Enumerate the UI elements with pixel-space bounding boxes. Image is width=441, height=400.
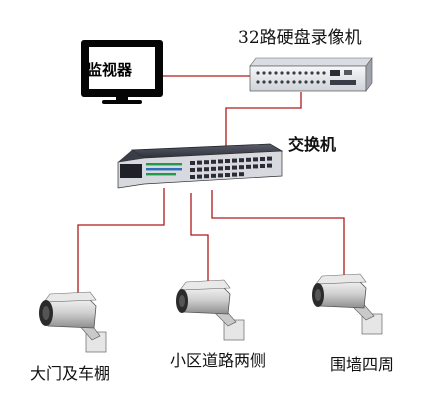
- switch-label: 交换机: [288, 135, 337, 154]
- network-switch: [117, 143, 284, 189]
- camera-3: [312, 273, 383, 335]
- cable-switch-camera-2: [190, 193, 209, 290]
- nvr-recorder: [249, 57, 373, 92]
- switch-led-strip: [146, 163, 182, 176]
- nvr-side: [365, 57, 373, 92]
- nvr-display: [330, 70, 340, 76]
- camera-1: [39, 291, 107, 353]
- switch-port-rows: [190, 156, 272, 179]
- camera-1-label: 大门及车棚: [30, 364, 111, 383]
- camera-lens-glass: [315, 289, 321, 301]
- nvr-connector-strip: [330, 80, 356, 85]
- camera-lens-glass: [42, 306, 50, 320]
- nvr-top: [249, 57, 373, 67]
- cable-nvr-switch: [225, 92, 302, 148]
- monitor-stand: [102, 100, 142, 104]
- camera-sunshade: [43, 291, 97, 303]
- camera-3-label: 围墙四周: [330, 355, 395, 374]
- camera-sunshade: [315, 273, 367, 285]
- cable-lines: [77, 75, 345, 297]
- nvr-label: 32路硬盘录像机: [238, 28, 362, 48]
- camera-sunshade: [179, 279, 231, 291]
- nvr-port-rows: [256, 71, 326, 84]
- cable-switch-camera-3: [211, 190, 345, 285]
- switch-status-panel: [120, 164, 142, 178]
- camera-2: [176, 279, 245, 341]
- cable-switch-camera-1: [77, 188, 165, 297]
- monitor-label: 监视器: [87, 61, 133, 79]
- switch-corner: [118, 150, 144, 162]
- monitor-screen: [89, 47, 155, 89]
- monitor: [81, 40, 163, 104]
- camera-lens-glass: [179, 295, 185, 307]
- monitor-neck: [116, 97, 128, 101]
- nvr-button: [344, 70, 352, 75]
- nvr-front-panel: [249, 65, 367, 92]
- camera-2-label: 小区道路两侧: [170, 351, 267, 370]
